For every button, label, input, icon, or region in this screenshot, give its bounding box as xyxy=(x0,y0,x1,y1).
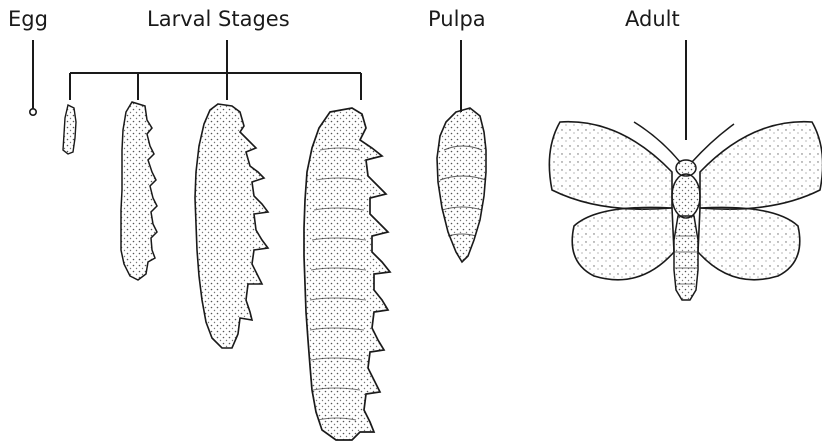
pupa-group xyxy=(437,40,486,262)
butterfly-thorax xyxy=(672,174,700,218)
larva-stage-2-icon xyxy=(121,102,157,280)
larval-bracket xyxy=(70,40,361,100)
larva-stage-4-icon xyxy=(304,108,390,440)
pupa-icon xyxy=(437,108,486,262)
adult-group xyxy=(549,40,822,300)
butterfly-abdomen xyxy=(674,216,698,300)
larva-stage-3-icon xyxy=(195,104,268,348)
egg-icon xyxy=(30,109,36,115)
right-forewing-icon xyxy=(700,122,822,209)
egg-group xyxy=(30,40,36,115)
left-forewing-icon xyxy=(549,122,672,209)
larva-stage-1-icon xyxy=(63,105,76,154)
left-hindwing-icon xyxy=(572,207,674,279)
right-hindwing-icon xyxy=(698,207,800,279)
